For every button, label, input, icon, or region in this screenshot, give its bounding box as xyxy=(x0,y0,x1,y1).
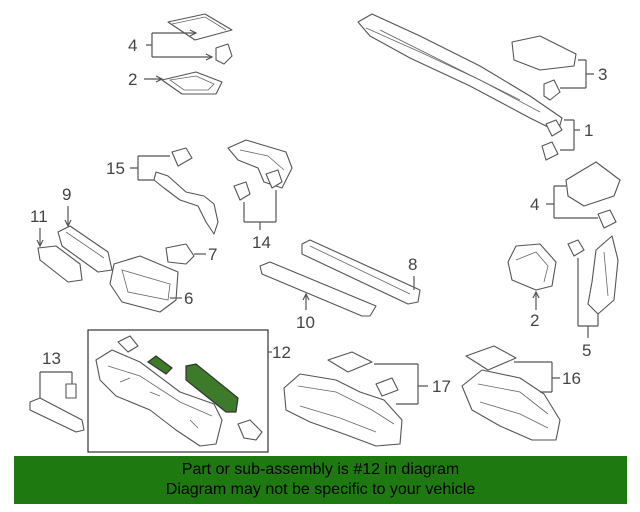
part-5-clip[interactable] xyxy=(567,239,585,257)
callout-2-top: 2 xyxy=(128,70,137,89)
part-12-panel[interactable] xyxy=(95,349,223,447)
part-14-clip-a[interactable] xyxy=(233,181,251,201)
callout-14: 14 xyxy=(252,233,271,252)
part-16-pad[interactable] xyxy=(465,345,517,371)
part-1-clip-a[interactable] xyxy=(545,119,563,137)
part-10-strip[interactable] xyxy=(259,261,377,317)
callout-12: 12 xyxy=(272,343,291,362)
callout-5: 5 xyxy=(582,341,591,360)
part-4-top-clip[interactable] xyxy=(215,43,233,65)
part-15-bracket[interactable] xyxy=(153,171,219,235)
part-3-clip[interactable] xyxy=(543,79,561,101)
part-2-right-vent[interactable] xyxy=(507,243,557,291)
callout-8: 8 xyxy=(408,255,417,274)
callout-15: 15 xyxy=(106,159,125,178)
part-6-housing[interactable] xyxy=(109,255,179,313)
part-5-trim[interactable] xyxy=(587,235,619,315)
part-4-right-pad[interactable] xyxy=(565,161,621,207)
part-17-clip[interactable] xyxy=(375,377,399,397)
callout-11: 11 xyxy=(30,207,48,226)
part-1-clip-b[interactable] xyxy=(541,141,559,161)
callout-10: 10 xyxy=(296,313,315,332)
banner-line-1: Part or sub-assembly is #12 in diagram xyxy=(181,461,460,478)
part-13-label[interactable] xyxy=(65,383,77,399)
part-16-carpet[interactable] xyxy=(461,369,561,441)
callout-4-right: 4 xyxy=(530,195,539,214)
part-14-clip-b[interactable] xyxy=(265,169,283,189)
callout-3: 3 xyxy=(598,65,607,84)
part-4-top-pad[interactable] xyxy=(167,13,233,41)
part-12-clip[interactable] xyxy=(117,335,139,353)
part-3-cover[interactable] xyxy=(511,35,577,71)
callout-1: 1 xyxy=(584,121,593,140)
part-8-strip[interactable] xyxy=(301,239,421,305)
callout-7: 7 xyxy=(208,245,217,264)
part-2-top-vent[interactable] xyxy=(161,71,223,95)
part-13-strip[interactable] xyxy=(29,397,85,433)
callout-16: 16 xyxy=(562,369,581,388)
part-17-carpet[interactable] xyxy=(283,373,403,447)
part-14-bracket[interactable] xyxy=(227,139,293,189)
part-17-pad[interactable] xyxy=(327,351,373,373)
part-12-green-plate[interactable] xyxy=(185,363,239,413)
callout-9: 9 xyxy=(62,185,71,204)
part-15-clip[interactable] xyxy=(171,147,193,167)
callout-13: 13 xyxy=(42,349,61,368)
part-4-right-clip[interactable] xyxy=(597,209,617,229)
dash-upper-trim[interactable] xyxy=(357,13,563,133)
callout-4-top: 4 xyxy=(128,36,137,55)
part-9-trim[interactable] xyxy=(57,225,113,273)
callout-6: 6 xyxy=(184,289,193,308)
part-12-green-tab[interactable] xyxy=(146,355,173,375)
part-7-connector[interactable] xyxy=(165,243,195,265)
callout-2-right: 2 xyxy=(530,311,539,330)
part-11-trim[interactable] xyxy=(37,245,83,283)
banner-line-2: Diagram may not be specific to your vehi… xyxy=(165,481,476,498)
part-12-end-cap[interactable] xyxy=(237,419,263,441)
callout-17: 17 xyxy=(432,377,451,396)
info-banner: Part or sub-assembly is #12 in diagram D… xyxy=(14,456,627,504)
